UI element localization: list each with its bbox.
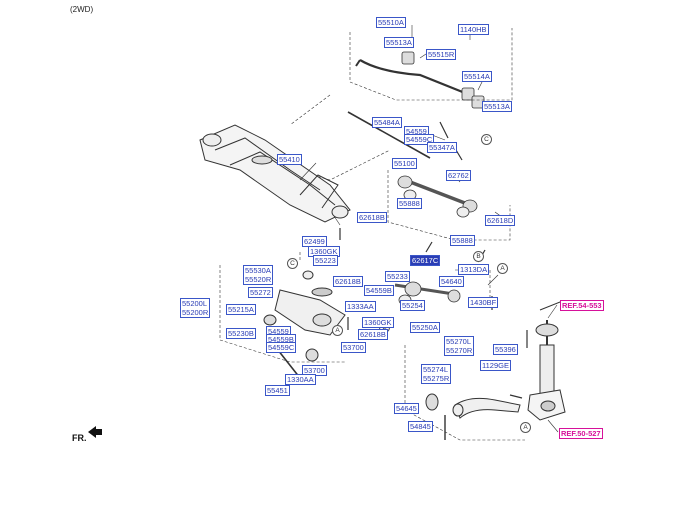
part-label[interactable]: 55451 <box>265 385 290 396</box>
part-label[interactable]: 55515R <box>426 49 457 60</box>
part-label[interactable]: 55513A <box>384 37 414 48</box>
part-label[interactable]: 54845 <box>408 421 433 432</box>
part-label[interactable]: 55254 <box>400 300 425 311</box>
part-label[interactable]: 55514A <box>462 71 492 82</box>
part-label[interactable]: 55396 <box>493 344 518 355</box>
part-label[interactable]: 62618B <box>357 212 387 223</box>
part-label[interactable]: 1313DA <box>458 264 490 275</box>
part-label[interactable]: 1140HB <box>458 24 489 35</box>
part-label[interactable]: 1430BF <box>468 297 499 308</box>
marker-c-2: C <box>287 258 298 269</box>
part-label[interactable]: 55233 <box>385 271 410 282</box>
part-label-line: 55200R <box>182 308 209 317</box>
lower-control-arm-drawing <box>263 270 346 362</box>
part-label[interactable]: 62618B <box>333 276 363 287</box>
part-label[interactable]: 54559C <box>404 134 435 145</box>
part-label[interactable]: 55250A <box>410 322 440 333</box>
marker-a-3: A <box>520 422 531 433</box>
part-label-line: 55270L <box>446 337 472 346</box>
part-label-pair[interactable]: 55530A 55520R <box>243 265 274 285</box>
part-label[interactable]: 53700 <box>341 342 366 353</box>
lower-arm-drawing <box>394 281 461 306</box>
part-label-line: 55274L <box>423 365 449 374</box>
part-label[interactable]: 54559B <box>364 285 394 296</box>
marker-b-1: B <box>473 251 484 262</box>
marker-a-2: A <box>332 325 343 336</box>
part-label[interactable]: 55223 <box>313 255 338 266</box>
part-label-pair[interactable]: 55274L 55275R <box>421 364 452 384</box>
part-label[interactable]: 62618B <box>358 329 388 340</box>
part-label[interactable]: 55230B <box>226 328 256 339</box>
marker-a-1: A <box>497 263 508 274</box>
part-label-line: 55270R <box>446 346 473 355</box>
part-label[interactable]: 55347A <box>427 142 457 153</box>
part-label[interactable]: 1360GK <box>362 317 394 328</box>
part-label-line: 55520R <box>245 275 272 284</box>
part-label-line: 55200L <box>182 299 208 308</box>
part-label[interactable]: 55410 <box>277 154 302 165</box>
part-label[interactable]: 55888 <box>397 198 422 209</box>
part-label[interactable]: 55215A <box>226 304 256 315</box>
part-label[interactable]: 62618D <box>485 215 516 226</box>
trailing-arm-drawing <box>425 393 521 419</box>
part-label[interactable]: 54645 <box>394 403 419 414</box>
part-label[interactable]: 54559C <box>266 342 297 353</box>
part-label[interactable]: 55272 <box>248 287 273 298</box>
part-label[interactable]: 1330AA <box>285 374 316 385</box>
part-label[interactable]: 55513A <box>482 101 512 112</box>
part-label[interactable]: 55100 <box>392 158 417 169</box>
part-label[interactable]: 62762 <box>446 170 471 181</box>
marker-c-1: C <box>481 134 492 145</box>
part-label[interactable]: 1333AA <box>345 301 376 312</box>
part-label[interactable]: 1129GE <box>480 360 511 371</box>
part-label[interactable]: 55510A <box>376 17 406 28</box>
part-label-pair[interactable]: 55200L 55200R <box>180 298 211 318</box>
shock-absorber-drawing <box>527 301 576 421</box>
part-label-line: 55530A <box>245 266 271 275</box>
part-label-highlighted[interactable]: 62617C <box>410 255 441 266</box>
variant-label: (2WD) <box>70 5 94 14</box>
crossmember-drawing <box>199 124 351 223</box>
part-label-pair[interactable]: 55270L 55270R <box>444 336 475 356</box>
upper-arm-drawing <box>397 175 478 218</box>
front-direction-label: FR. <box>72 433 87 443</box>
ref-link-knuckle[interactable]: REF.50-527 <box>559 428 603 439</box>
part-label[interactable]: 55888 <box>450 235 475 246</box>
part-label[interactable]: 54640 <box>439 276 464 287</box>
front-arrow-drawing <box>88 426 102 438</box>
part-label[interactable]: 55484A <box>372 117 402 128</box>
part-label-line: 55275R <box>423 374 450 383</box>
ref-link-shock[interactable]: REF.54-553 <box>560 300 604 311</box>
